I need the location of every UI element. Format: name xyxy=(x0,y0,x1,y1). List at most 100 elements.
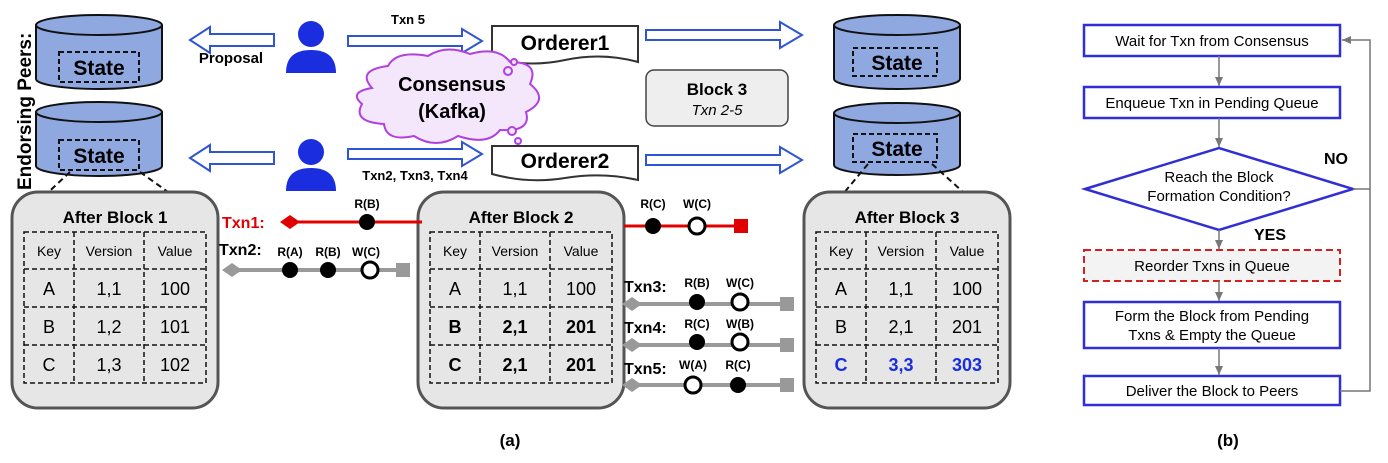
txn4-end-square xyxy=(780,338,794,352)
table-cell: A xyxy=(43,279,55,299)
table-cell: A xyxy=(835,279,847,299)
flow-yes-label: YES xyxy=(1254,227,1286,244)
table-header-cell: Version xyxy=(492,243,539,259)
txn5-op1: W(A) xyxy=(679,358,707,372)
txn5-op-read-c xyxy=(730,377,746,393)
txn4-op1: R(C) xyxy=(684,317,709,331)
flow-decision-line2: Formation Condition? xyxy=(1147,188,1290,205)
caption-b: (b) xyxy=(1217,431,1239,450)
flow-step-form-line1: Form the Block from Pending xyxy=(1115,308,1309,325)
txn4-label: Txn4: xyxy=(624,320,667,337)
flow-no-loop xyxy=(1342,36,1371,190)
flow-decision-line1: Reach the Block xyxy=(1164,169,1274,186)
table-cell: B xyxy=(43,317,55,337)
table-cell: 3,3 xyxy=(888,355,913,375)
orderer1-arrow-right xyxy=(645,20,804,50)
flow-step-reorder-label: Reorder Txns in Queue xyxy=(1134,258,1290,275)
table-cell: 1,1 xyxy=(96,279,121,299)
txn1-op3: W(C) xyxy=(683,197,711,211)
txn3-start-diamond xyxy=(622,297,642,311)
txn4-op-write-b xyxy=(730,332,750,352)
table-cell: 2,1 xyxy=(502,355,527,375)
txn3-end-square xyxy=(780,297,794,311)
state-label: State xyxy=(73,57,124,80)
txn2-op2: R(B) xyxy=(315,245,340,259)
table-cell: 201 xyxy=(566,317,596,337)
block3-title: Block 3 xyxy=(687,80,747,99)
client-person-icon xyxy=(286,139,336,191)
table-cell: 1,3 xyxy=(96,355,121,375)
txn1-end-square xyxy=(734,219,748,233)
table-header-cell: Key xyxy=(829,243,853,259)
txn4-op-read-c xyxy=(689,334,705,350)
flow-step-wait-label: Wait for Txn from Consensus xyxy=(1115,33,1308,50)
txn2-end-square xyxy=(396,263,410,277)
table-cell: A xyxy=(449,279,461,299)
state-db-committer1: State xyxy=(833,14,961,90)
block3-sub: Txn 2-5 xyxy=(692,102,744,119)
table-cell: 2,1 xyxy=(502,317,527,337)
state-label: State xyxy=(871,52,922,75)
endorsing-peers-label: Endorsing Peers: xyxy=(15,33,36,190)
proposal-label: Proposal xyxy=(199,50,263,67)
consensus-label: Consensus xyxy=(398,74,506,96)
flow-no-label: NO xyxy=(1324,151,1348,168)
table-header-cell: Version xyxy=(878,243,925,259)
orderer2-arrow-right xyxy=(645,145,804,175)
orderer2-label: Orderer2 xyxy=(521,150,610,173)
flow-step-enqueue xyxy=(1082,85,1342,120)
table-cell: 303 xyxy=(952,355,982,375)
table-cell: C xyxy=(43,355,56,375)
table-title: After Block 1 xyxy=(63,208,168,227)
state-db-committer2: State xyxy=(833,102,961,176)
txn1-op-read-b xyxy=(359,214,375,230)
table-cell: 100 xyxy=(952,279,982,299)
table-cell: 1,1 xyxy=(888,279,913,299)
table-cell: 101 xyxy=(160,317,190,337)
transaction-timelines xyxy=(222,214,794,395)
txn1-op-read-c xyxy=(645,218,661,234)
client-person-icon xyxy=(286,21,336,73)
table-cell: B xyxy=(449,317,462,337)
txn1-start-diamond xyxy=(280,215,300,229)
block3-box: Block 3 Txn 2-5 xyxy=(645,69,789,127)
table-header-cell: Key xyxy=(443,243,467,259)
txn3-label: Txn3: xyxy=(624,279,667,296)
txn2-op1: R(A) xyxy=(277,245,302,259)
orderer2-box: Orderer2 xyxy=(491,145,639,182)
table-cell: 2,1 xyxy=(888,317,913,337)
table-title: After Block 3 xyxy=(855,208,960,227)
txn234-arrow-right xyxy=(347,140,484,168)
txn1-op2: R(C) xyxy=(640,197,665,211)
orderer1-box: Orderer1 xyxy=(491,25,639,65)
txn4-start-diamond xyxy=(622,338,642,352)
table-cell: 100 xyxy=(566,279,596,299)
txn3-op1: R(B) xyxy=(684,276,709,290)
txn5-op2: R(C) xyxy=(725,358,750,372)
txn3-op-write-c xyxy=(730,292,750,312)
flow-step-deliver-label: Deliver the Block to Peers xyxy=(1126,383,1299,400)
table-cell: 1,1 xyxy=(502,279,527,299)
txn4-op2: W(B) xyxy=(726,317,754,331)
table-cell: C xyxy=(449,355,462,375)
table-cell: B xyxy=(835,317,847,337)
txn2-start-diamond xyxy=(222,263,242,277)
txn2-label: Txn2: xyxy=(219,242,262,259)
table-header-cell: Value xyxy=(564,243,599,259)
flow-step-enqueue-label: Enqueue Txn in Pending Queue xyxy=(1105,95,1318,112)
txn5-label: Txn5: xyxy=(624,361,667,378)
state-label: State xyxy=(871,138,922,161)
state-label: State xyxy=(73,145,124,168)
table-header-cell: Value xyxy=(950,243,985,259)
table-cell: C xyxy=(835,355,848,375)
flow-deliver-loop xyxy=(1340,189,1371,392)
txn3-op2: W(C) xyxy=(726,276,754,290)
orderer1-label: Orderer1 xyxy=(521,32,610,55)
consensus-cloud xyxy=(355,48,540,145)
table-header-cell: Value xyxy=(158,243,193,259)
txn5-arrow-right xyxy=(347,27,484,55)
txn5-label: Txn 5 xyxy=(391,12,425,27)
txn2-op3: W(C) xyxy=(352,245,380,259)
flow-step-reorder xyxy=(1083,249,1341,282)
